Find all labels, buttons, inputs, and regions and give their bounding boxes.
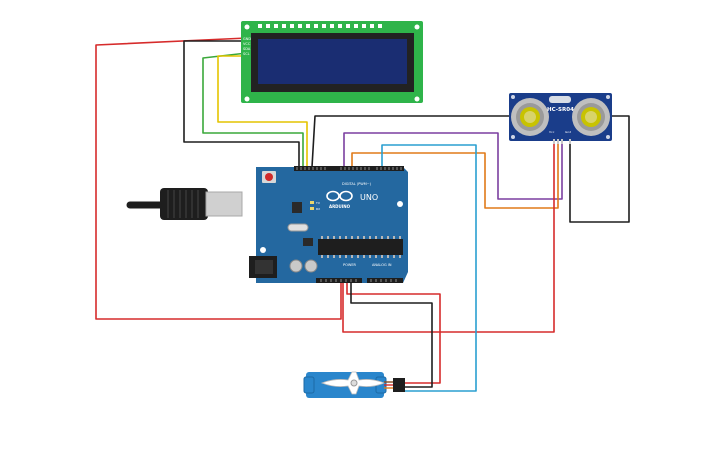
tx-led — [310, 201, 314, 204]
rx-led-label: RX — [316, 207, 320, 211]
sensor-crystal — [549, 96, 571, 103]
servo-connector — [393, 378, 405, 392]
chip-pins — [321, 236, 401, 258]
lcd-mount-hole — [414, 24, 420, 30]
sensor-pin-label-vcc: Vcc — [549, 130, 555, 134]
arduino-uno[interactable]: TX RX ARDUINO UNO DIGITAL (PWM~) — [126, 166, 408, 283]
sensor-transducer-right — [572, 98, 610, 136]
lcd-display[interactable]: GND VCC SDA SCL — [241, 21, 423, 103]
wire-sensor-echo[interactable] — [351, 141, 559, 209]
lcd-screen — [258, 39, 407, 84]
wire-sensor-trig[interactable] — [343, 132, 563, 200]
servo-motor[interactable] — [303, 371, 405, 398]
servo-horn-hub — [350, 379, 358, 387]
wire-servo-gnd[interactable] — [350, 278, 433, 388]
sensor-transducer-left — [511, 98, 549, 136]
reset-button-cap — [265, 173, 273, 181]
lcd-pin-label: VCC — [243, 42, 251, 46]
sensor-pin-label-gnd: Gnd — [565, 130, 571, 134]
tx-led-label: TX — [315, 201, 320, 205]
usb-plug-body — [160, 188, 208, 220]
usb-cable[interactable] — [126, 188, 243, 220]
usb-connector-metal — [205, 191, 243, 217]
board-mount-hole — [397, 201, 403, 207]
power-header-label: POWER — [343, 263, 357, 267]
sensor-mount-hole — [606, 95, 610, 99]
analog-header-label: ANALOG IN — [372, 263, 392, 267]
servo-leads — [384, 381, 393, 389]
board-mount-hole — [260, 247, 266, 253]
lcd-pin-label: SDA — [243, 47, 251, 51]
servo-mount-tab-left — [303, 376, 315, 394]
power-header[interactable] — [316, 278, 362, 283]
crystal-oscillator — [287, 223, 309, 232]
wire-sensor-gnd[interactable] — [311, 115, 630, 223]
small-ic — [303, 238, 313, 246]
lcd-pin-label: SCL — [243, 52, 250, 56]
wire-lcd-scl[interactable] — [217, 55, 308, 167]
wire-servo-power[interactable] — [346, 278, 441, 384]
lcd-pin-label: GND — [243, 37, 251, 41]
capacitor — [289, 259, 303, 273]
wire-sensor-vcc[interactable] — [342, 141, 555, 333]
sensor-mount-hole — [511, 135, 515, 139]
lcd-mount-hole — [414, 96, 420, 102]
ultrasonic-sensor[interactable]: HC-SR04 Vcc Gnd — [509, 93, 612, 144]
capacitor — [304, 259, 318, 273]
sensor-mount-hole — [511, 95, 515, 99]
bottom-pin-holes — [320, 279, 397, 282]
wire-servo-signal[interactable] — [381, 144, 477, 392]
board-model-label: UNO — [360, 193, 378, 202]
wires — [95, 37, 630, 392]
lcd-mount-hole — [244, 96, 250, 102]
voltage-regulator — [292, 202, 302, 213]
microcontroller-chip — [318, 239, 403, 255]
wire-lcd-vcc[interactable] — [95, 37, 342, 320]
rx-led — [310, 207, 314, 210]
lcd-mount-hole — [244, 24, 250, 30]
sensor-label: HC-SR04 — [547, 107, 574, 113]
arduino-logo-icon — [326, 190, 353, 202]
digital-pin-holes — [296, 167, 402, 170]
sensor-mount-hole — [606, 135, 610, 139]
digital-header-label: DIGITAL (PWM~) — [342, 182, 372, 186]
arduino-logo-text: ARDUINO — [329, 204, 351, 209]
wire-lcd-gnd[interactable] — [183, 40, 300, 167]
dc-jack-inner — [255, 260, 273, 274]
lcd-top-pads — [258, 24, 382, 28]
sensor-pins — [553, 139, 571, 144]
usb-plug-grip — [167, 190, 199, 218]
